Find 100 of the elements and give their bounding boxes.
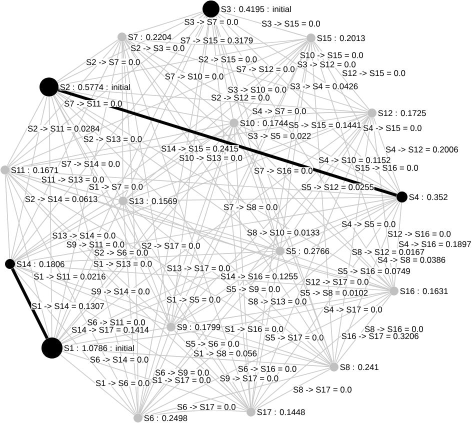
edge-label: S1 -> S7 = 0.0 xyxy=(88,183,144,190)
node-dot xyxy=(118,32,126,42)
edge-label: S3 -> S15 = 0.0 xyxy=(261,20,321,27)
node-label: S10 : 0.1744 xyxy=(240,120,289,126)
edge-label: S9 -> S11 = 0.0 xyxy=(66,240,125,248)
edge-line xyxy=(9,171,390,290)
edge-label: S1 -> S8 = 0.056 xyxy=(193,350,258,357)
edge-label: S6 -> S11 = 0.0 xyxy=(86,318,146,326)
edge-line xyxy=(58,88,397,197)
edge-line xyxy=(126,37,307,46)
edge-label: S12 -> S17 = 0.0 xyxy=(304,278,370,286)
edge-label: S6 -> S9 = 0.0 xyxy=(154,369,210,376)
edge-label: S10 -> S13 = 0.0 xyxy=(178,154,243,162)
edge-label: S5 -> S6 = 0.0 xyxy=(185,340,240,348)
node-dot xyxy=(118,196,128,206)
edge-line xyxy=(10,96,48,260)
edge-label: S1 -> S6 = 0.0 xyxy=(95,380,150,386)
edge-line xyxy=(56,92,277,249)
node-dot xyxy=(306,34,316,42)
edge-line xyxy=(238,112,368,123)
edge-line xyxy=(235,127,279,247)
edge-line xyxy=(6,95,45,166)
edge-label: S14 -> S16 = 0.1255 xyxy=(220,272,298,280)
edge-label: S2 -> S7 = 0.0 xyxy=(86,58,140,66)
edge-label: S3 -> S10 = 0.0 xyxy=(227,86,287,93)
edge-label: S10 -> S15 = 0.0 xyxy=(300,52,364,58)
edge-line xyxy=(14,264,390,292)
edge-line xyxy=(254,368,330,410)
edge-label: S1 -> S16 = 0.0 xyxy=(224,325,284,332)
edge-label: S7 -> S14 = 0.0 xyxy=(60,160,120,168)
edge-label: S9 -> S17 = 0.0 xyxy=(219,374,279,382)
node-label: S12 : 0.1725 xyxy=(378,110,427,116)
node-label: S15 : 0.2013 xyxy=(316,34,366,42)
edge-label: S2 -> S12 = 0.0 xyxy=(210,94,270,101)
edge-label: S2 -> S13 = 0.0 xyxy=(82,136,142,142)
node-label: S7 : 0.2204 xyxy=(128,34,172,40)
edge-label: S5 -> S16 = 0.0749 xyxy=(337,268,411,274)
edge-line xyxy=(236,126,333,363)
edge-label: S4 -> S7 = 0.0 xyxy=(252,108,307,114)
node-dot xyxy=(134,414,142,422)
edge-label: S14 -> S15 = 0.2415 xyxy=(160,145,239,152)
edge-label: S8 -> S17 = 0.0 xyxy=(292,386,352,393)
edge-label: S13 -> S17 = 0.0 xyxy=(166,264,231,272)
edge-label: S4 -> S10 = 0.1152 xyxy=(318,156,392,164)
node-label: S16 : 0.1631 xyxy=(400,288,449,294)
edge-label: S5 -> S17 = 0.0 xyxy=(264,334,324,341)
node-dot xyxy=(202,0,220,18)
edge-label: S4 -> S8 = 0.0386 xyxy=(377,256,446,264)
edge-label: S1 -> S11 = 0.0216 xyxy=(33,272,106,280)
edge-line xyxy=(8,39,308,169)
edge-line xyxy=(12,268,136,415)
node-label: S4 : 0.352 xyxy=(408,194,448,200)
edge-line xyxy=(6,174,50,338)
edge-label: S3 -> S5 = 0.022 xyxy=(247,132,312,140)
node-label: S13 : 0.1569 xyxy=(128,198,178,204)
edge-label: S7 -> S12 = 0.0 xyxy=(236,66,296,72)
edge-line xyxy=(60,354,135,416)
node-label: S5 : 0.2766 xyxy=(286,248,330,254)
edge-label: S1 -> S17 = 0.0 xyxy=(152,376,212,384)
node-dot xyxy=(390,286,398,296)
node-dot xyxy=(396,192,408,202)
edge-label: S16 -> S17 = 0.3206 xyxy=(341,332,420,340)
edge-line xyxy=(138,126,233,414)
edge-label: S2 -> S11 = 0.0284 xyxy=(27,125,100,132)
node-dot xyxy=(330,362,338,372)
node-label: S1 : 1.0786 : initial xyxy=(64,344,135,352)
edge-label: S1 -> S13 = 0.0 xyxy=(92,260,152,268)
edge-label: S4 -> S15 = 0.0 xyxy=(362,124,422,132)
edge-label: S8 -> S16 = 0.0 xyxy=(364,326,424,332)
node-label: S8 : 0.241 xyxy=(340,364,380,370)
edge-label: S4 -> S12 = 0.2006 xyxy=(385,146,459,153)
edge-line xyxy=(14,202,120,262)
edge-line xyxy=(236,126,392,288)
edge-label: S2 -> S3 = 0.0 xyxy=(130,44,185,52)
edge-line xyxy=(124,204,170,323)
node-dot xyxy=(40,78,58,96)
edge-label: S2 -> S15 = 0.0 xyxy=(198,56,258,63)
node-label: S3 : 0.4195 : initial xyxy=(220,6,292,12)
edge-label: S3 -> S7 = 0.0 xyxy=(184,18,239,26)
edge-line xyxy=(9,113,368,170)
edge-label: S7 -> S11 = 0.0 xyxy=(64,100,123,107)
edge-label: S8 -> S12 = 0.0167 xyxy=(351,248,425,256)
node-label: S14 : 0.1806 xyxy=(16,260,66,268)
edge-line xyxy=(11,268,49,340)
edge-line xyxy=(14,266,168,326)
edge-label: S15 -> S16 = 0.0 xyxy=(354,164,419,172)
edge-label: S4 -> S17 = 0.0 xyxy=(323,306,383,313)
edge-line xyxy=(284,198,398,250)
edge-label: S12 -> S16 = 0.0 xyxy=(387,230,452,238)
edge-label: S6 -> S16 = 0.0 xyxy=(238,365,297,372)
edge-line xyxy=(139,331,170,414)
edge-line xyxy=(124,16,208,198)
edge-label: S5 -> S12 = 0.0255 xyxy=(300,184,374,190)
node-label: S11 : 0.1671 xyxy=(10,166,59,174)
edge-label: S5 -> S9 = 0.0 xyxy=(226,286,280,292)
edge-line xyxy=(175,328,330,366)
node-dot xyxy=(166,322,176,332)
edge-line xyxy=(126,202,390,290)
edge-line xyxy=(56,39,119,82)
node-dot xyxy=(5,259,15,269)
